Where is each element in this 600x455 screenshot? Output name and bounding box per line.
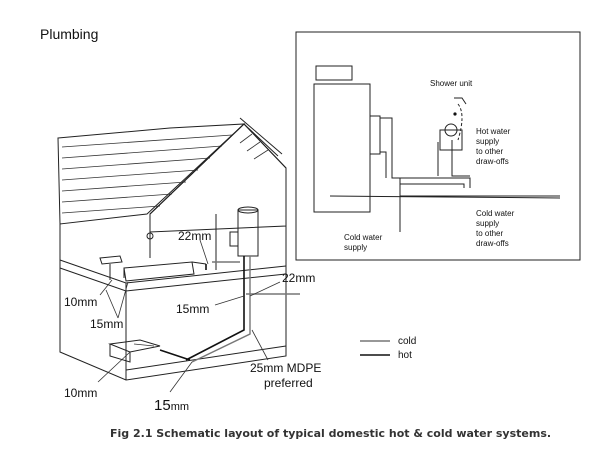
legend: cold hot <box>360 336 416 361</box>
label-10mm-lower: 10mm <box>64 386 97 400</box>
house-walls <box>59 214 287 381</box>
inset-pipes <box>329 97 561 232</box>
label-mdpe-line2: preferred <box>264 376 313 390</box>
bath <box>123 261 207 282</box>
hot-water-cylinder <box>229 206 259 257</box>
shower-fitting <box>146 232 154 258</box>
cold-supply-right-label: Cold water supply to other draw-offs <box>476 209 516 248</box>
legend-cold-label: cold <box>398 336 416 347</box>
legend-hot-label: hot <box>398 350 412 361</box>
roof-right <box>149 117 287 215</box>
hot-supply-label: Hot water supply to other draw-offs <box>476 127 512 166</box>
leader-lines <box>97 239 281 393</box>
house-pipes <box>159 256 300 363</box>
label-22mm-right: 22mm <box>282 271 315 285</box>
figure-caption: Fig 2.1 Schematic layout of typical dome… <box>110 427 551 440</box>
inset-frame <box>295 31 581 261</box>
kitchen-sink <box>108 339 161 363</box>
label-15mm-left: 15mm <box>90 317 123 331</box>
inset-schematic <box>295 31 581 261</box>
tank-lid <box>315 65 353 81</box>
label-15mm-mid: 15mm <box>176 302 209 316</box>
roof-left <box>57 123 246 225</box>
label-22mm-upper: 22mm <box>178 229 211 243</box>
cylinder-element <box>369 115 381 155</box>
cold-supply-left-label: Cold water supply <box>344 233 384 252</box>
label-10mm-upper: 10mm <box>64 295 97 309</box>
label-15mm-bottom: 15mm <box>154 397 189 414</box>
cold-water-tank <box>313 83 371 213</box>
shower-unit-label: Shower unit <box>430 79 473 88</box>
wash-basin <box>99 255 123 280</box>
house-illustration <box>57 117 300 393</box>
label-mdpe-line1: 25mm MDPE <box>250 361 321 375</box>
page-title: Plumbing <box>40 26 98 42</box>
